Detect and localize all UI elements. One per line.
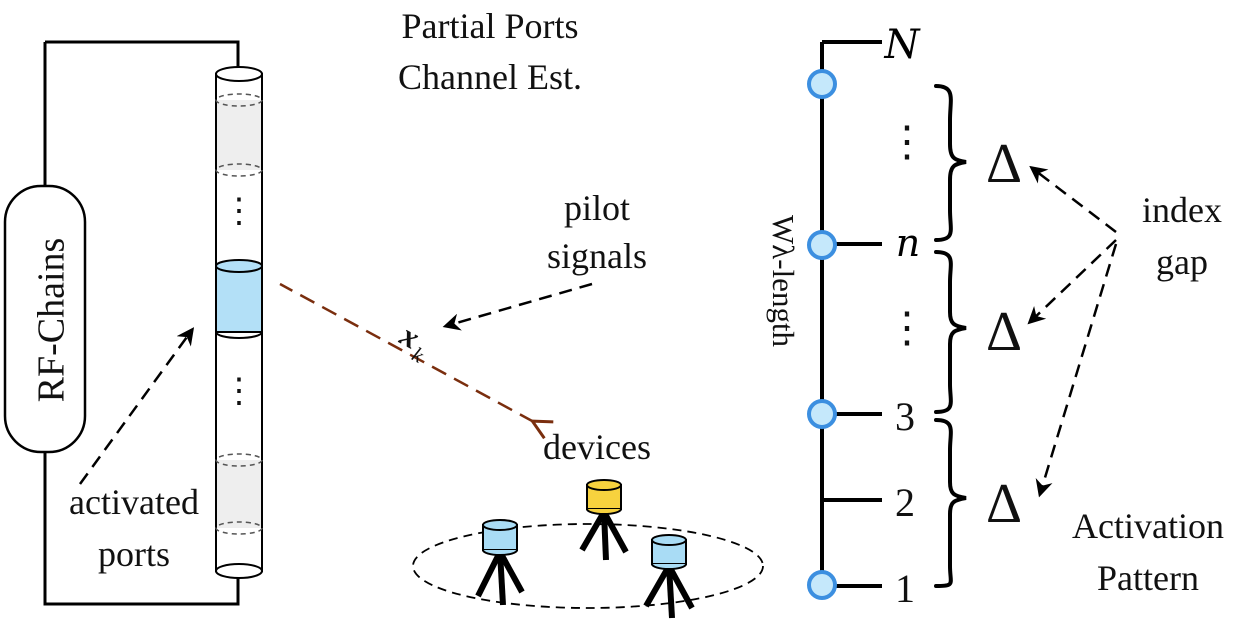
device-blue-left xyxy=(475,519,525,606)
delta-middle: Δ xyxy=(986,301,1022,363)
activation-pattern-label-line2: Pattern xyxy=(1097,558,1199,598)
index-ellipsis-lower: ⋮ xyxy=(886,306,928,352)
port-nodes xyxy=(807,69,837,600)
fluid-antenna: ⋮ ⋮ xyxy=(215,66,263,579)
pilot-signals-arrow xyxy=(442,282,593,331)
devices-area xyxy=(412,479,764,619)
activated-ports-label-line1: activated xyxy=(69,482,199,522)
device-yellow xyxy=(579,479,629,561)
partial-ports-title-line2: Channel Est. xyxy=(398,57,582,97)
port-index-N: N xyxy=(884,22,922,68)
idle-port-lower xyxy=(215,453,263,535)
device-blue-right xyxy=(643,534,695,619)
activated-ports-arrow xyxy=(78,327,195,485)
idle-port-upper xyxy=(215,93,263,177)
pilot-transmission-arrow xyxy=(279,282,534,422)
devices-label: devices xyxy=(543,427,651,467)
brace-upper xyxy=(934,84,967,242)
index-gap-label-line2: gap xyxy=(1156,242,1208,282)
port-index-axis xyxy=(820,40,882,588)
rf-chains-box: RF-Chains xyxy=(3,184,87,454)
pilot-signals-label-line1: pilot xyxy=(564,188,630,228)
length-label: Wλ-length xyxy=(766,215,801,348)
port-index-3: 3 xyxy=(895,394,915,439)
partial-ports-title-line1: Partial Ports xyxy=(402,6,579,46)
rf-frame xyxy=(43,40,240,606)
port-node-3 xyxy=(807,399,837,429)
index-gap-label-line1: index xyxy=(1142,190,1222,230)
activated-port xyxy=(215,259,263,339)
brace-middle xyxy=(934,250,967,414)
activated-ports-label-line2: ports xyxy=(98,534,170,574)
port-node-N xyxy=(807,69,837,99)
index-gap-arrows xyxy=(1027,165,1118,498)
antenna-ellipsis-upper: ⋮ xyxy=(222,193,256,230)
port-index-n: n xyxy=(896,221,920,265)
rf-chains-label: RF-Chains xyxy=(31,238,73,403)
pilot-symbol: x k xyxy=(394,316,428,368)
port-index-2: 2 xyxy=(895,480,915,525)
delta-upper: Δ xyxy=(986,133,1022,195)
delta-lower: Δ xyxy=(986,473,1022,535)
port-node-n xyxy=(807,230,837,260)
antenna-ellipsis-lower: ⋮ xyxy=(222,373,256,410)
index-ellipsis-upper: ⋮ xyxy=(886,120,928,166)
pilot-signals-label-line2: signals xyxy=(547,236,647,276)
port-node-1 xyxy=(807,570,837,600)
index-gap-braces xyxy=(934,84,967,588)
brace-lower xyxy=(934,418,967,588)
port-index-1: 1 xyxy=(895,566,915,611)
activation-pattern-label-line1: Activation xyxy=(1072,506,1224,546)
